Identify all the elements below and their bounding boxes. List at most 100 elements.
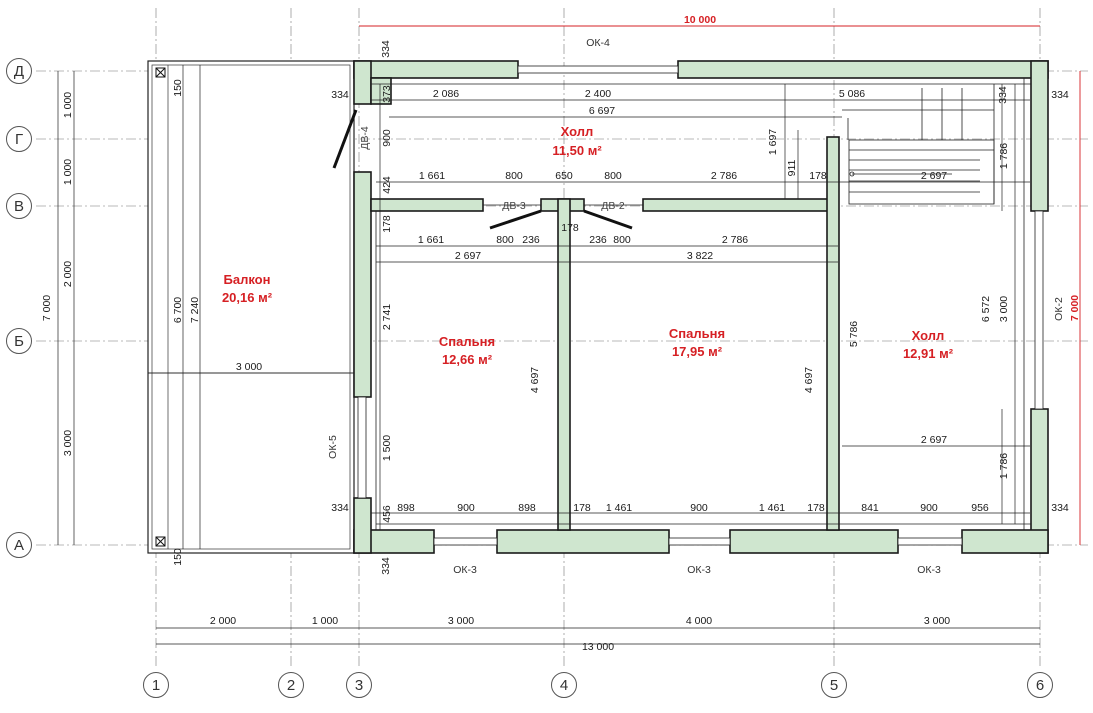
dim-w-3: 898 — [397, 502, 415, 514]
dim-hall-3: 5 086 — [839, 88, 865, 100]
axis-row-b: Б — [14, 333, 24, 350]
axis-col-6: 6 — [1036, 677, 1044, 694]
room-area-balcony: 20,16 м² — [222, 290, 273, 305]
dim-door-top-3: 650 — [555, 170, 573, 182]
axis-col-1: 1 — [152, 677, 160, 694]
window-row-values: 334 456 898 900 898 178 1 461 900 1 461 … — [331, 502, 1069, 523]
dim-wall-left: 334 — [331, 89, 349, 101]
room-area-hall-top: 11,50 м² — [552, 143, 602, 158]
room-name-bedroom-middle: Спальня — [669, 326, 725, 341]
dim-door-bot-2: 800 — [496, 234, 514, 246]
dim-right-total: 7 000 — [1069, 295, 1081, 321]
dim-v-1786-bottom: 1 786 — [998, 453, 1010, 479]
axis-col-3: 3 — [355, 677, 363, 694]
room-area-bedroom-left: 12,66 м² — [442, 352, 493, 367]
dim-hall-1: 2 086 — [433, 88, 459, 100]
dim-w-14: 334 — [1051, 502, 1069, 514]
dim-room-width-2: 3 822 — [687, 250, 713, 262]
dim-door-bot-1: 1 661 — [418, 234, 444, 246]
dim-hall-v-373: 373 — [381, 85, 393, 103]
room-area-hall-right: 12,91 м² — [903, 346, 954, 361]
room-inner-outlines — [371, 78, 1031, 530]
staircase — [842, 84, 995, 205]
axis-col-4: 4 — [560, 677, 568, 694]
dim-bottom-total: 13 000 — [582, 641, 614, 653]
dim-bottom-seg-3: 3 000 — [448, 615, 474, 627]
dim-door-bot-4: 178 — [561, 222, 579, 234]
axis-row-v: В — [14, 198, 24, 215]
window-label-ok3-left: ОК-3 — [453, 564, 477, 576]
dim-hall-right-width: 2 697 — [921, 434, 947, 446]
room-name-bedroom-left: Спальня — [439, 334, 495, 349]
dim-left-seg-2: 1 000 — [62, 159, 74, 185]
axis-row-a: А — [14, 537, 24, 554]
room-height-values: 2 741 1 500 4 697 4 697 5 786 6 572 3 00… — [381, 143, 1010, 479]
dim-w-5: 898 — [518, 502, 536, 514]
door-label-dv2: ДВ-2 — [601, 200, 625, 212]
dim-w-13: 956 — [971, 502, 989, 514]
dim-wall-right-inner: 334 — [997, 86, 1009, 104]
dim-top-total: 10 000 — [684, 14, 716, 26]
room-area-bedroom-middle: 17,95 м² — [672, 344, 723, 359]
dim-door-bot-5: 236 — [589, 234, 607, 246]
dim-balcony-150-top: 150 — [172, 79, 184, 97]
column-axis-markers: 1 2 3 4 5 6 — [143, 672, 1053, 698]
dim-w-12: 900 — [920, 502, 938, 514]
dim-stair-width: 2 697 — [921, 170, 947, 182]
dim-bottom-seg-2: 1 000 — [312, 615, 338, 627]
dim-room-width-1: 2 697 — [455, 250, 481, 262]
dim-door-bot-6: 800 — [613, 234, 631, 246]
dim-v-5786: 5 786 — [848, 321, 860, 347]
dim-door-top-1: 1 661 — [419, 170, 445, 182]
dim-door-top-5: 2 786 — [711, 170, 737, 182]
dim-wall-top: 334 — [380, 40, 392, 58]
dim-door-top-4: 800 — [604, 170, 622, 182]
room-name-hall-right: Холл — [912, 328, 945, 343]
dim-hall-2: 2 400 — [585, 88, 611, 100]
dim-left-seg-4: 3 000 — [62, 430, 74, 456]
balcony — [147, 60, 355, 554]
dim-balcony-7240: 7 240 — [189, 297, 201, 323]
dim-w-9: 1 461 — [759, 502, 785, 514]
window-label-ok4: ОК-4 — [586, 37, 610, 49]
dim-w-4: 900 — [457, 502, 475, 514]
hall-dimension-values: 2 086 2 400 5 086 6 697 373 900 1 697 91… — [381, 85, 947, 262]
dim-wall-right: 334 — [1051, 89, 1069, 101]
door-label-dv3: ДВ-3 — [502, 200, 526, 212]
dim-left-seg-1: 1 000 — [62, 92, 74, 118]
opening-labels: ОК-4 ОК-3 ОК-3 ОК-3 ОК-5 ОК-2 ДВ-4 ДВ-3 … — [327, 37, 1065, 576]
dim-bottom-seg-5: 3 000 — [924, 615, 950, 627]
dim-hall-v-900: 900 — [381, 129, 393, 147]
dim-v-4697-right: 4 697 — [803, 367, 815, 393]
dim-w-11: 841 — [861, 502, 879, 514]
dim-door-top-6: 178 — [809, 170, 827, 182]
dim-balcony-3000: 3 000 — [236, 361, 262, 373]
room-name-hall-top: Холл — [561, 124, 594, 139]
interior-dimension-lines — [148, 65, 1030, 549]
wall-thickness-values: 334 334 334 334 334 — [331, 40, 1069, 575]
axis-col-2: 2 — [287, 677, 295, 694]
dim-balcony-150-bottom: 150 — [172, 548, 184, 566]
window-label-ok3-middle: ОК-3 — [687, 564, 711, 576]
dim-v-1786-top: 1 786 — [998, 143, 1010, 169]
dim-wall-bottom: 334 — [380, 557, 392, 575]
dim-v-2741: 2 741 — [381, 304, 393, 330]
dim-hall-v-1697: 1 697 — [767, 129, 779, 155]
overall-dimension-values: 10 000 7 000 2 000 1 000 3 000 4 000 3 0… — [41, 14, 1081, 653]
doors — [332, 109, 643, 230]
window-label-ok3-right: ОК-3 — [917, 564, 941, 576]
dim-w-1: 334 — [331, 502, 349, 514]
dim-door-top-2: 800 — [505, 170, 523, 182]
dim-v-6572: 6 572 — [980, 296, 992, 322]
overall-dimension-lines — [57, 25, 1081, 645]
dim-v-3000: 3 000 — [998, 296, 1010, 322]
window-label-ok5: ОК-5 — [327, 435, 339, 459]
dim-door-bot-7: 2 786 — [722, 234, 748, 246]
axis-row-g: Г — [15, 131, 23, 148]
axis-row-d: Д — [14, 63, 24, 80]
dim-v-4697-left: 4 697 — [529, 367, 541, 393]
dim-hall-v-178: 178 — [381, 215, 393, 233]
walls — [353, 60, 1049, 554]
dim-w-8: 900 — [690, 502, 708, 514]
